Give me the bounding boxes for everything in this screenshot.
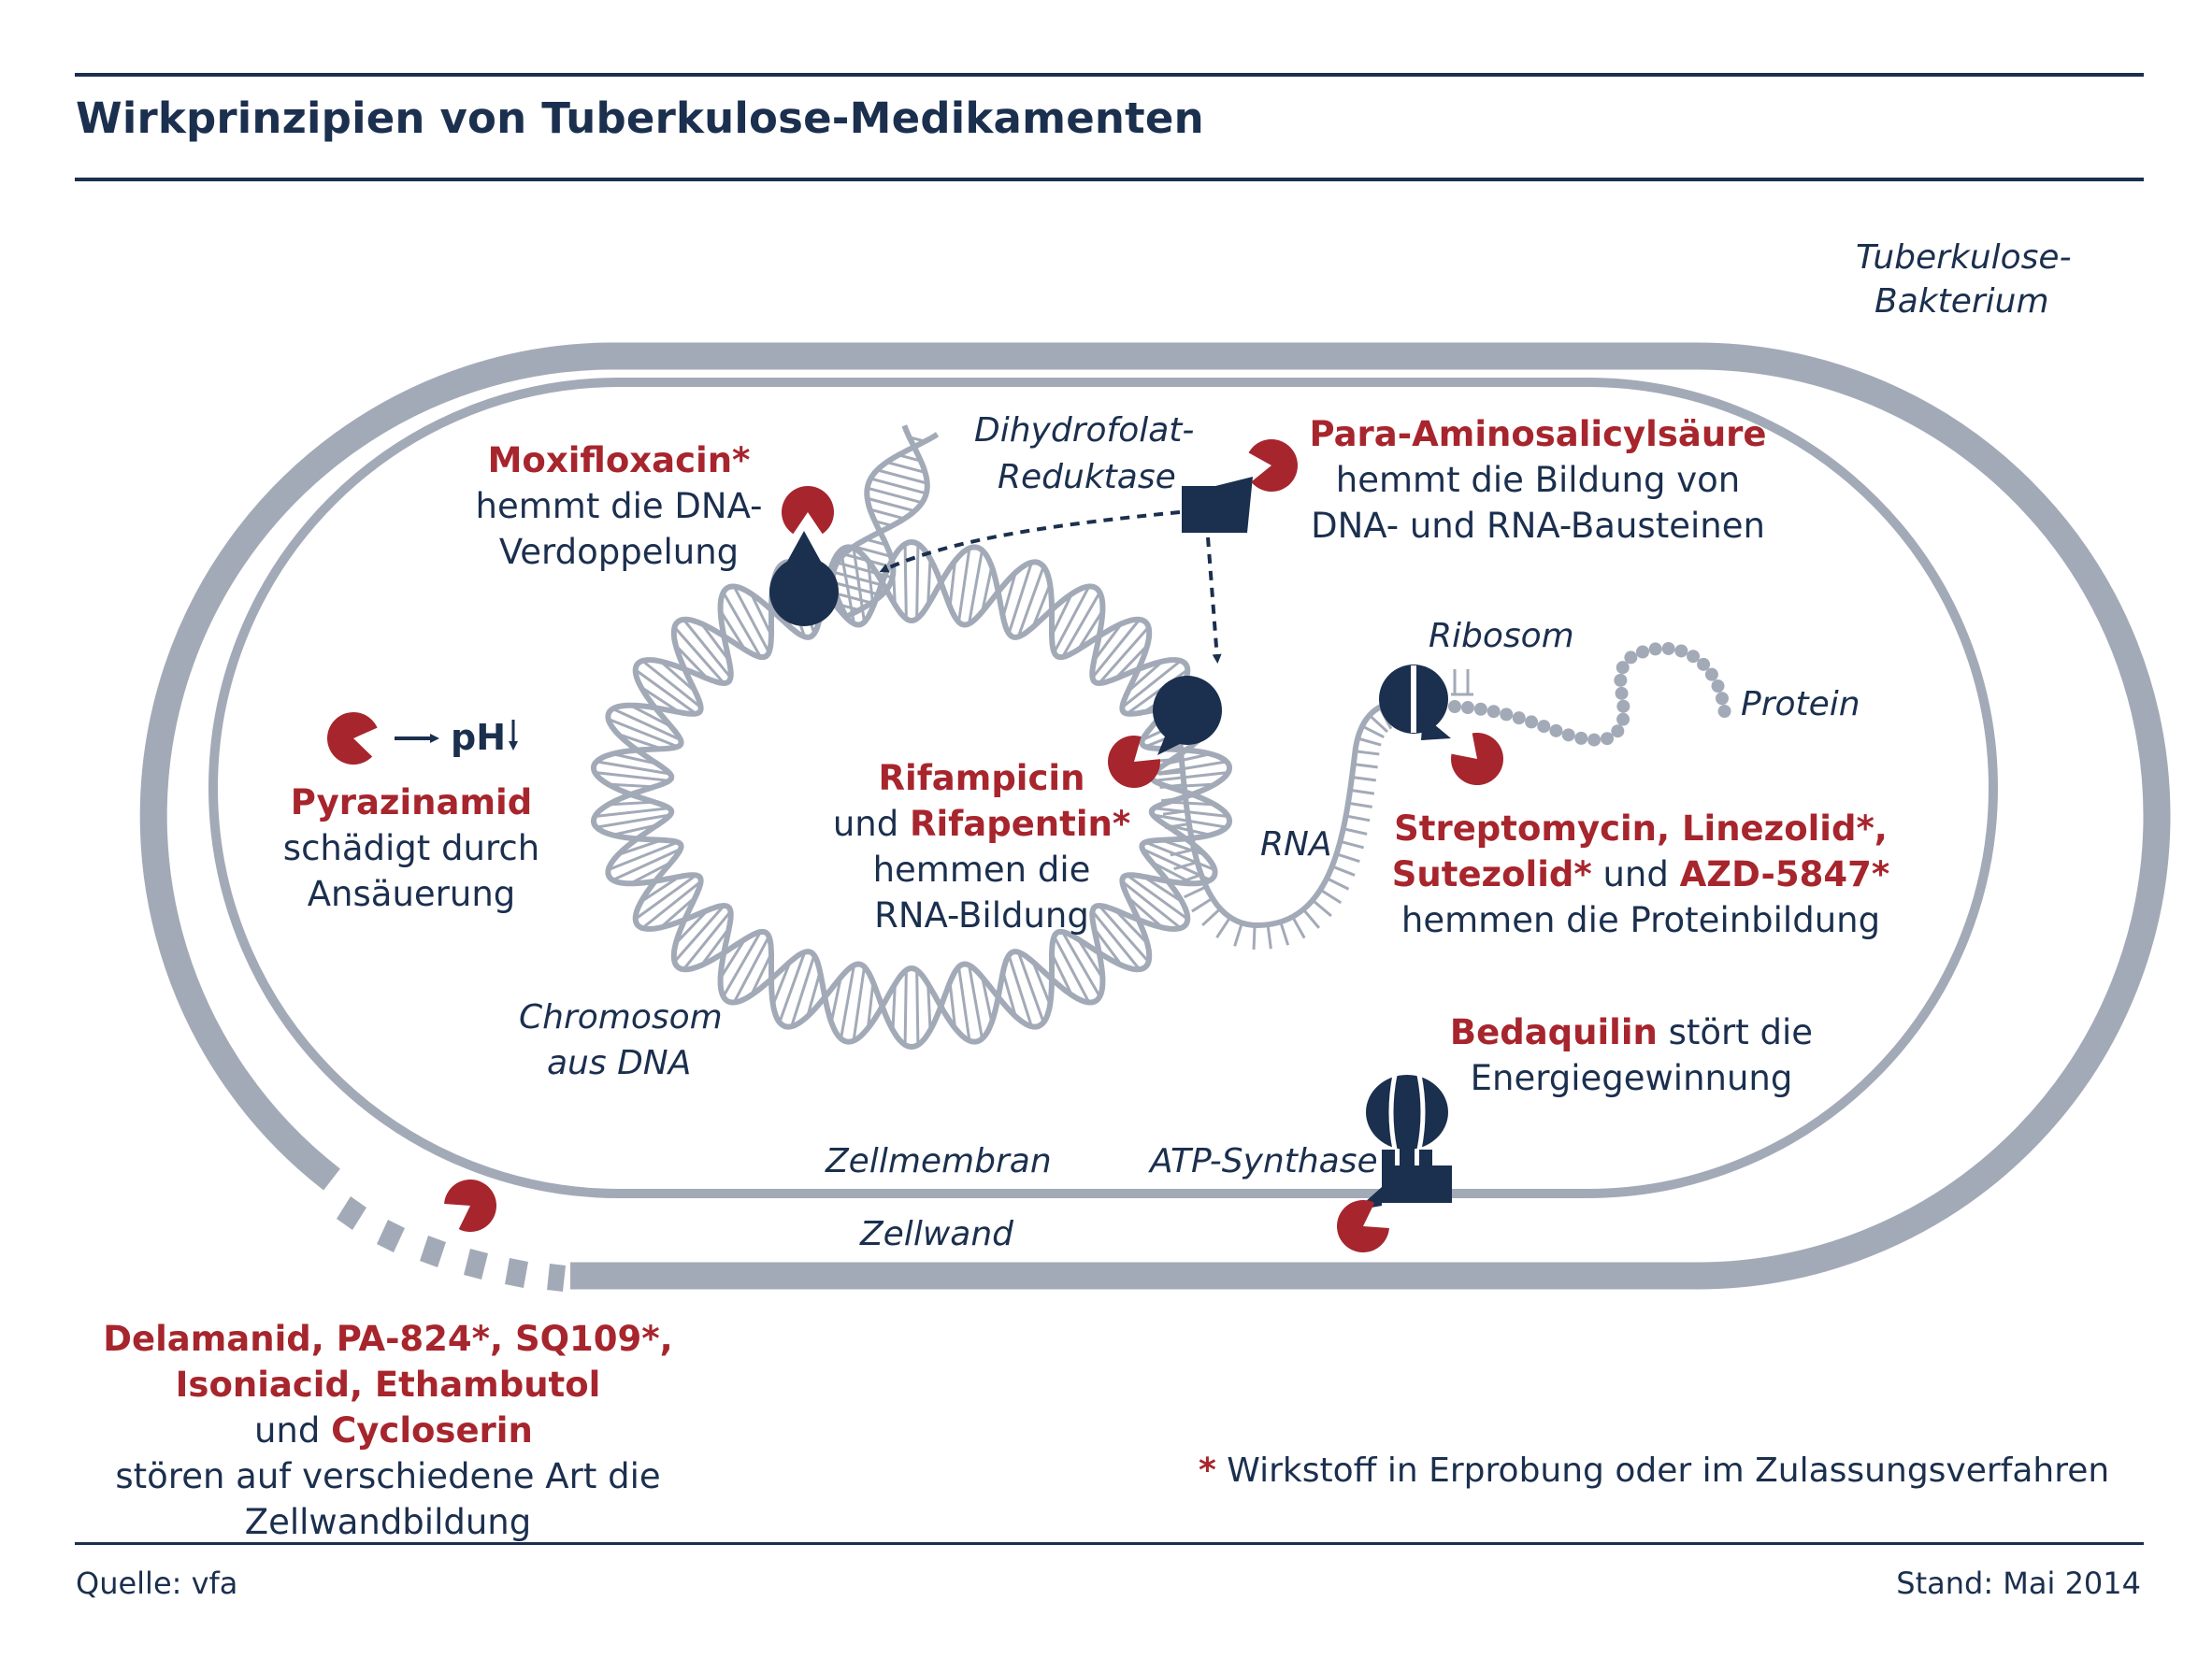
streptomycin-connector: und bbox=[1591, 854, 1680, 894]
dhfr-label-2: Reduktase bbox=[998, 458, 1176, 496]
dhfr-label-1: Dihydrofolat- bbox=[974, 411, 1195, 450]
pas-name: Para-Aminosalicylsäure bbox=[1309, 414, 1767, 454]
rna-strand bbox=[1156, 700, 1394, 950]
sutezolid-name: Sutezolid* bbox=[1391, 854, 1592, 894]
protein-label: Protein bbox=[1741, 685, 1860, 723]
zellmembran-label: Zellmembran bbox=[826, 1142, 1052, 1180]
bedaquilin-drug-icon bbox=[1337, 1199, 1389, 1252]
pyrazinamid-drug-icon bbox=[327, 712, 378, 765]
pas-block: Para-Aminosalicylsäure hemmt die Bildung… bbox=[1276, 411, 1800, 549]
cellwall-drugs-line3: stören auf verschiedene Art die bbox=[115, 1456, 661, 1496]
zellwand-label: Zellwand bbox=[860, 1215, 1013, 1253]
footnote-star: * bbox=[1199, 1451, 1216, 1490]
chromosome-dna-ring bbox=[591, 538, 1232, 1051]
rifapentin-line: und Rifapentin* bbox=[813, 801, 1150, 847]
moxifloxacin-name: Moxifloxacin* bbox=[487, 440, 751, 480]
moxifloxacin-line2: hemmt die DNA- bbox=[475, 486, 763, 526]
footnote-text: Wirkstoff in Erprobung oder im Zulassung… bbox=[1215, 1451, 2110, 1490]
dhfr-arrow-to-rna bbox=[1206, 536, 1222, 664]
cellwall-drugs-line2: Isoniacid, Ethambutol und Cycloserin bbox=[89, 1362, 687, 1453]
streptomycin-line2: Sutezolid* und AZD-5847* bbox=[1370, 851, 1912, 897]
ph-label: pH bbox=[451, 717, 507, 758]
chromosom-label-1: Chromosom bbox=[519, 998, 723, 1037]
azd-name: AZD-5847* bbox=[1679, 854, 1890, 894]
cycloserin-name: Cycloserin bbox=[331, 1410, 533, 1451]
bacterium-label-2: Bakterium bbox=[1874, 282, 2049, 321]
title-rule bbox=[75, 178, 2144, 181]
moxifloxacin-drug-icon bbox=[782, 486, 834, 535]
dna-gyrase bbox=[769, 531, 839, 626]
bacterium-label-1: Tuberkulose- bbox=[1856, 238, 2072, 277]
bedaquilin-line1: Bedaquilin stört die bbox=[1435, 1009, 1828, 1055]
page-title: Wirkprinzipien von Tuberkulose-Medikamen… bbox=[76, 93, 1204, 143]
rifapentin-name: Rifapentin* bbox=[909, 804, 1131, 844]
cellwall-drugs-line1: Delamanid, PA-824*, SQ109*, bbox=[103, 1319, 673, 1359]
bedaquilin-block: Bedaquilin stört die Energiegewinnung bbox=[1435, 1009, 1828, 1101]
pyrazinamid-name: Pyrazinamid bbox=[290, 782, 533, 822]
rna-label: RNA bbox=[1260, 825, 1332, 864]
bedaquilin-name: Bedaquilin bbox=[1449, 1012, 1658, 1052]
pyrazinamid-line2: schädigt durch bbox=[282, 828, 540, 868]
cell-wall bbox=[139, 342, 2171, 1290]
atp-synthase bbox=[1356, 1074, 1452, 1210]
chromosom-label-2: aus DNA bbox=[547, 1044, 692, 1082]
cellwall-drugs-line4: Zellwandbildung bbox=[244, 1502, 532, 1542]
pas-line2: hemmt die Bildung von bbox=[1335, 460, 1741, 500]
pas-drug-icon bbox=[1248, 439, 1299, 493]
cellwall-drugs-names: Isoniacid, Ethambutol bbox=[175, 1365, 601, 1405]
bedaquilin-rest: stört die bbox=[1657, 1012, 1814, 1052]
moxifloxacin-line3: Verdoppelung bbox=[498, 532, 740, 572]
pyrazinamid-block: Pyrazinamid schädigt durch Ansäuerung bbox=[262, 779, 561, 917]
cellwall-drug-icon bbox=[444, 1180, 496, 1233]
ribosome bbox=[1379, 665, 1473, 740]
rifapentin-connector: und bbox=[832, 804, 910, 844]
rna-polymerase bbox=[1153, 676, 1222, 755]
pas-line3: DNA- und RNA-Bausteinen bbox=[1311, 506, 1765, 546]
cell-membrane bbox=[208, 378, 1998, 1198]
footnote: * Wirkstoff in Erprobung oder im Zulassu… bbox=[1199, 1451, 2109, 1490]
source-label: Quelle: vfa bbox=[76, 1566, 238, 1601]
atp-synthase-label: ATP-Synthase bbox=[1150, 1142, 1378, 1180]
bedaquilin-line2: Energiegewinnung bbox=[1470, 1058, 1793, 1098]
ribosom-label: Ribosom bbox=[1429, 617, 1574, 655]
top-rule bbox=[75, 73, 2144, 77]
protein-chain bbox=[1448, 641, 1731, 747]
rifampicin-line3: hemmen die bbox=[872, 850, 1091, 890]
rifampicin-line4: RNA-Bildung bbox=[874, 895, 1089, 936]
streptomycin-block: Streptomycin, Linezolid*, Sutezolid* und… bbox=[1370, 806, 1912, 943]
rifampicin-block: Rifampicin und Rifapentin* hemmen die RN… bbox=[813, 755, 1150, 938]
rifampicin-drug-icon bbox=[1108, 736, 1160, 789]
date-label: Stand: Mai 2014 bbox=[1896, 1566, 2141, 1601]
dihydrofolat-reduktase-box bbox=[1182, 477, 1253, 533]
cell-wall-gap bbox=[337, 1196, 566, 1292]
cellwall-drugs-block: Delamanid, PA-824*, SQ109*, Isoniacid, E… bbox=[89, 1316, 687, 1545]
rifampicin-name: Rifampicin bbox=[878, 758, 1085, 798]
dhfr-arrow-to-dna bbox=[879, 510, 1181, 573]
streptomycin-line1: Streptomycin, Linezolid*, bbox=[1394, 808, 1888, 849]
moxifloxacin-block: Moxifloxacin* hemmt die DNA- Verdoppelun… bbox=[432, 437, 806, 575]
bottom-rule bbox=[75, 1542, 2144, 1545]
streptomycin-drug-icon bbox=[1451, 733, 1503, 786]
cellwall-drugs-connector: und bbox=[243, 1410, 332, 1451]
pyrazinamid-line3: Ansäuerung bbox=[307, 874, 516, 914]
streptomycin-line3: hemmen die Proteinbildung bbox=[1400, 900, 1881, 940]
